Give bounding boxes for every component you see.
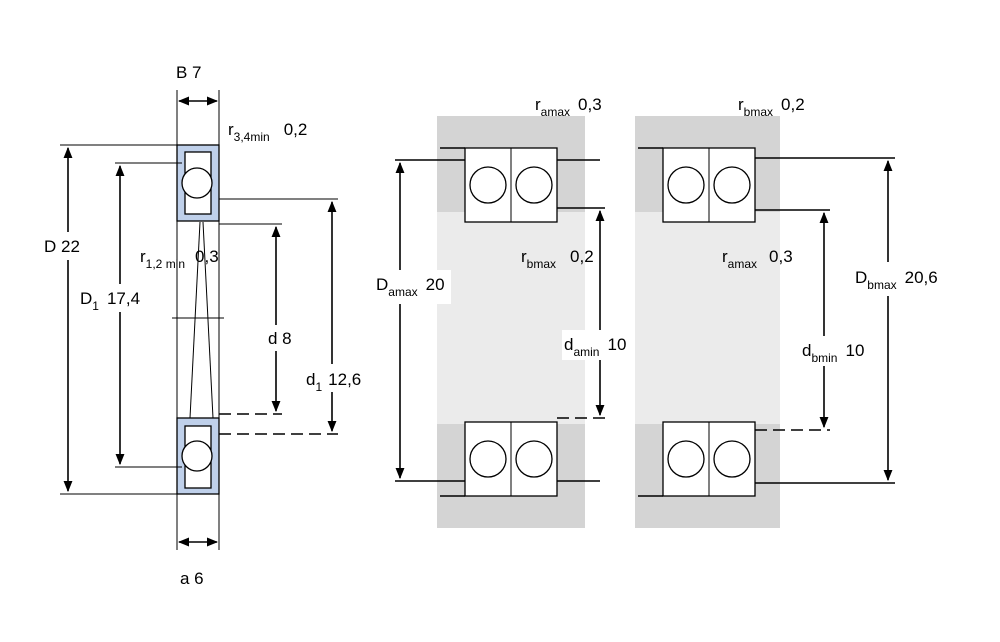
- upper-ball: [181, 167, 213, 199]
- outer-diameter-label: D 22: [44, 237, 80, 256]
- contact-angle-line: [202, 221, 214, 419]
- load-center-label: a 6: [180, 569, 204, 588]
- bore-label: d 8: [268, 329, 292, 348]
- lower-ball: [181, 440, 213, 472]
- width-label: B 7: [176, 63, 202, 82]
